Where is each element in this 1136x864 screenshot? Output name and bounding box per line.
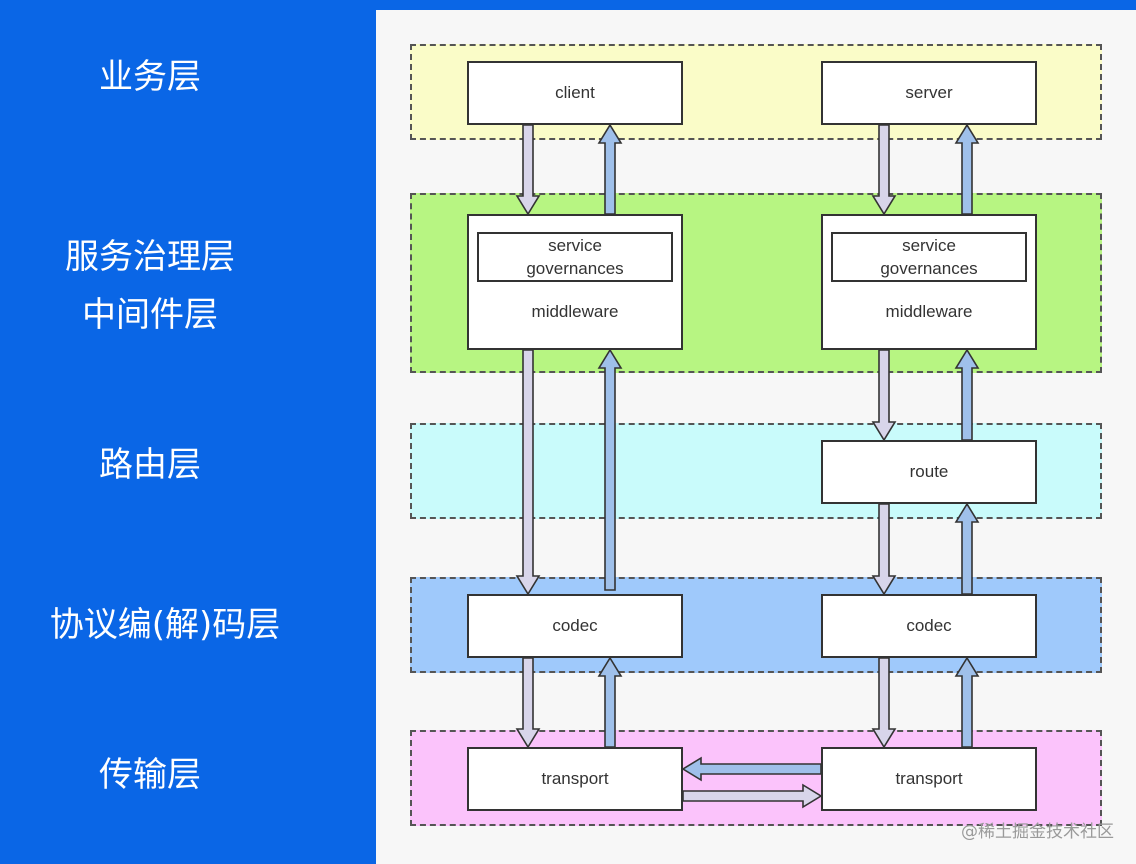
arrow-middleware-to-client xyxy=(597,123,623,215)
arrow-transport-to-codec-right xyxy=(954,656,980,748)
left-middleware-node: service governances middleware xyxy=(467,214,683,350)
left-codec-node: codec xyxy=(467,594,683,658)
layer-label-business: 业务层 xyxy=(99,57,201,97)
right-middleware-node: service governances middleware xyxy=(821,214,1037,350)
right-codec-node: codec xyxy=(821,594,1037,658)
arrow-server-to-middleware xyxy=(871,124,897,216)
route-node: route xyxy=(821,440,1037,504)
left-service-governances: service governances xyxy=(477,232,673,282)
client-node: client xyxy=(467,61,683,125)
arrow-middleware-to-server xyxy=(954,123,980,215)
arrow-transport-left-to-right xyxy=(682,783,823,809)
arrow-codec-to-transport-left xyxy=(515,657,541,749)
arrow-middleware-to-codec-left xyxy=(515,349,541,596)
right-transport-node: transport xyxy=(821,747,1037,811)
layer-label-governance: 服务治理层 中间件层 xyxy=(65,237,235,335)
layer-label-route: 路由层 xyxy=(99,445,201,485)
arrow-codec-to-transport-right xyxy=(871,657,897,749)
watermark-text: @稀土掘金技术社区 xyxy=(961,822,1114,842)
arrow-middleware-to-route xyxy=(871,349,897,442)
arrow-codec-to-middleware-left xyxy=(597,348,623,591)
right-middleware-label: middleware xyxy=(885,302,973,321)
server-node: server xyxy=(821,61,1037,125)
arrow-route-to-codec xyxy=(871,503,897,596)
arrow-layer xyxy=(515,123,980,809)
left-transport-node: transport xyxy=(467,747,683,811)
layer-label-transport: 传输层 xyxy=(99,755,201,795)
arrow-route-to-middleware xyxy=(954,348,980,441)
layer-sidebar: 业务层 服务治理层 中间件层 路由层 协议编(解)码层 传输层 xyxy=(0,0,376,864)
layer-label-codec: 协议编(解)码层 xyxy=(49,605,281,645)
diagram-panel: client server service governances middle… xyxy=(376,10,1136,864)
right-service-governances: service governances xyxy=(831,232,1027,282)
arrow-transport-to-codec-left xyxy=(597,656,623,748)
arrow-transport-right-to-left xyxy=(681,756,822,782)
arrow-client-to-middleware xyxy=(515,124,541,216)
left-middleware-label: middleware xyxy=(531,302,619,321)
arrow-codec-to-route xyxy=(954,502,980,595)
